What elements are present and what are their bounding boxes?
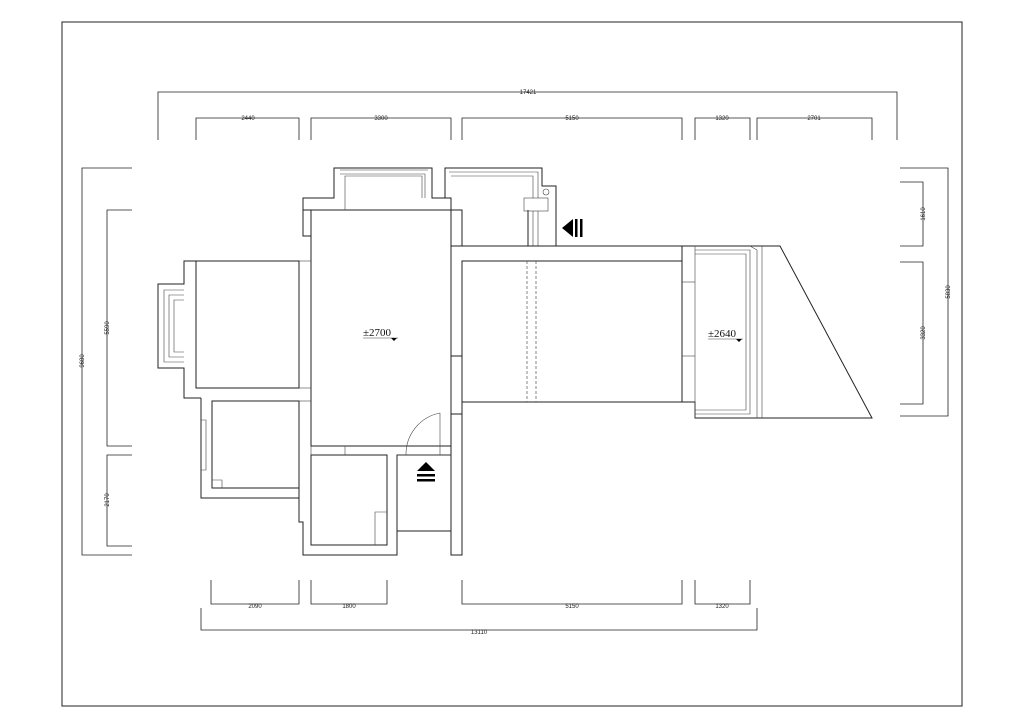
level-marker-balcony: ±2640: [708, 328, 743, 342]
svg-text:±2640: ±2640: [708, 328, 737, 340]
floor-plan-walls: [157, 167, 873, 556]
bottom-dimensions: 2090 1800 5150 1320 13110: [200, 580, 758, 636]
entrance-arrow-up-icon: [417, 462, 435, 482]
room-southwest-bedroom: [211, 400, 300, 489]
dim-top-seg-1: 2440: [241, 116, 255, 122]
dim-left-seg-1: 5590: [105, 321, 111, 335]
dim-top-seg-2: 3300: [374, 116, 388, 122]
dim-top-seg-3: 5150: [565, 116, 579, 122]
svg-text:±2700: ±2700: [363, 327, 392, 339]
dim-right-seg-1: 1610: [921, 207, 927, 221]
room-east-bedroom: [461, 260, 683, 403]
drawing-frame: [61, 21, 963, 707]
dim-top-seg-5: 2701: [807, 116, 821, 122]
right-dimensions: 5830 1610 3320: [900, 167, 952, 417]
dim-left-overall: 9680: [80, 354, 86, 368]
dim-top-seg-4: 1320: [715, 116, 729, 122]
room-west-bedroom: [195, 260, 300, 389]
dim-bottom-overall: 13110: [471, 630, 488, 636]
level-marker-main: ±2700: [363, 327, 398, 341]
dim-right-overall: 5830: [946, 285, 952, 299]
dim-bottom-seg-2: 1800: [342, 604, 356, 610]
left-dimensions: 9680 5590 2170: [80, 167, 132, 556]
utility-fixture: [523, 197, 549, 212]
dim-right-seg-2: 3320: [921, 326, 927, 340]
door-swing: [405, 412, 441, 456]
dim-bottom-seg-1: 2090: [248, 604, 262, 610]
dim-left-seg-2: 2170: [105, 493, 111, 507]
dim-top-overall: 17421: [520, 90, 537, 96]
entrance-arrow-left-icon: [562, 219, 583, 237]
top-dimensions: 17421 2440 3300 5150 1320 2701: [157, 90, 898, 140]
dim-bottom-seg-4: 1320: [715, 604, 729, 610]
dim-bottom-seg-3: 5150: [565, 604, 579, 610]
room-bathroom: [310, 454, 388, 546]
